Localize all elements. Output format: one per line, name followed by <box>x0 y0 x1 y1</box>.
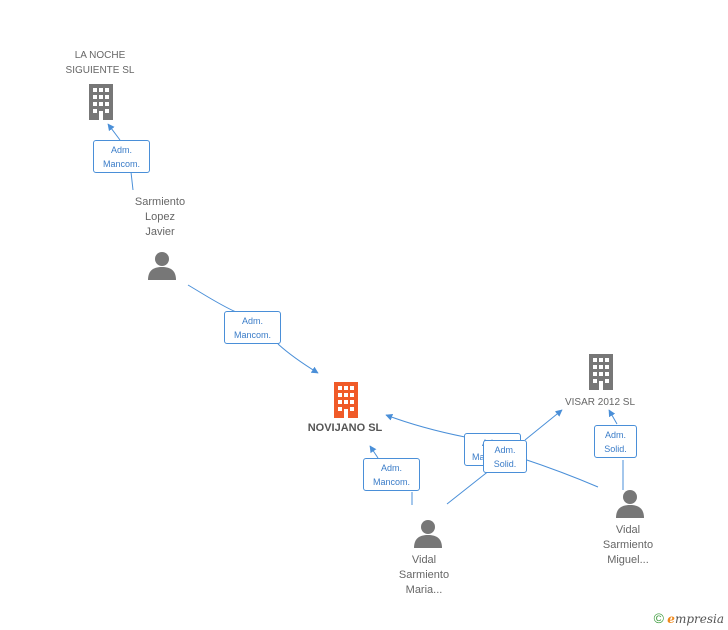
edge-maria-novijano <box>370 446 413 505</box>
relation-subtype: Mancom. <box>372 477 410 487</box>
relation-subtype: Ma <box>472 452 485 462</box>
brand-logo[interactable]: empresia <box>667 612 724 626</box>
relation-badge-sarmiento-la-noche[interactable]: Adm. Mancom. <box>93 140 150 173</box>
relation-type: Adm. <box>380 463 402 473</box>
building-icon-center[interactable] <box>331 382 361 418</box>
copyright-notice: © empresia <box>654 610 724 626</box>
person-name-line3: Miguel... <box>607 554 649 566</box>
company-label-visar[interactable]: VISAR 2012 SL <box>564 397 636 408</box>
edge-sarmiento-novijano <box>187 284 318 373</box>
person-label-vidal-miguel[interactable]: Vidal Sarmiento Miguel... <box>578 523 678 568</box>
person-name-line3: Javier <box>145 226 175 238</box>
building-icon[interactable] <box>86 84 116 120</box>
company-name-line2: SIGUIENTE SL <box>65 65 135 76</box>
relation-badge-miguel-visar[interactable]: Adm. Solid. <box>594 425 637 458</box>
relation-badge-sarmiento-novijano[interactable]: Adm. Mancom. <box>224 311 281 344</box>
person-name-line3: Maria... <box>405 584 443 596</box>
person-icon[interactable] <box>615 488 645 518</box>
person-name-line1: Vidal <box>615 524 641 536</box>
relation-subtype: Solid. <box>493 459 517 469</box>
relation-subtype: Mancom. <box>102 159 140 169</box>
person-icon[interactable] <box>147 250 177 280</box>
person-label-sarmiento[interactable]: Sarmiento Lopez Javier <box>110 195 210 240</box>
company-name-line1: LA NOCHE <box>74 50 126 61</box>
person-name-line2: Lopez <box>145 211 175 223</box>
edge-sarmiento-la-noche <box>108 124 134 191</box>
relation-type: Adm. <box>494 445 516 455</box>
copyright-symbol: © <box>653 610 664 626</box>
edge-miguel-novijano <box>386 415 599 488</box>
person-name-line1: Sarmiento <box>134 196 186 208</box>
relation-type: Adm. <box>241 316 263 326</box>
company-label-novijano[interactable]: NOVIJANO SL <box>307 422 383 434</box>
relation-badge-maria-visar[interactable]: Adm. Solid. <box>483 440 527 473</box>
brand-logo-e: e <box>667 612 675 626</box>
person-name-line2: Sarmiento <box>602 539 654 551</box>
edge-maria-visar <box>446 410 562 505</box>
person-label-vidal-maria[interactable]: Vidal Sarmiento Maria... <box>374 553 474 598</box>
relation-subtype: Solid. <box>604 444 627 454</box>
company-label-la-noche[interactable]: LA NOCHE SIGUIENTE SL <box>40 48 160 78</box>
relation-subtype: Mancom. <box>233 330 271 340</box>
relation-type: Adm. <box>110 145 132 155</box>
brand-logo-text: mpresia <box>674 612 724 626</box>
person-name-line2: Sarmiento <box>398 569 450 581</box>
building-icon[interactable] <box>586 354 616 390</box>
person-icon[interactable] <box>413 518 443 548</box>
edge-miguel-visar <box>609 410 624 490</box>
relation-type: Adm. <box>604 430 626 440</box>
person-name-line1: Vidal <box>411 554 437 566</box>
relation-badge-maria-novijano[interactable]: Adm. Mancom. <box>363 458 420 491</box>
